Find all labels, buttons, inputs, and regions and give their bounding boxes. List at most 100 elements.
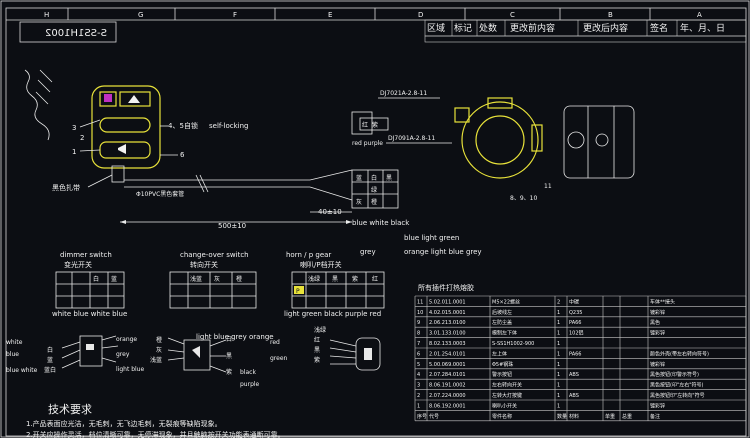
- parts-cell-r3-c0: 8: [417, 331, 420, 337]
- parts-footer-7: 备注: [650, 413, 660, 420]
- wire-mid-cn-1: 灰: [156, 346, 162, 354]
- ruler-label-h: H: [44, 11, 49, 19]
- dimmer-col-blue: 蓝: [111, 275, 117, 283]
- wire-mid2-en-2: black: [240, 369, 256, 376]
- wire-right-cn-1: 红: [314, 336, 320, 344]
- parts-cell-r9-c2: 左转大灯按键: [492, 392, 522, 399]
- conn-colors-3: orange light blue grey: [404, 248, 482, 256]
- tech-title: 技术要求: [48, 403, 92, 416]
- parts-cell-r4-c0: 7: [417, 341, 420, 347]
- parts-footer-2: 零件名称: [492, 413, 512, 420]
- connector-dj1: DJ7021A-2.8-11: [380, 90, 427, 97]
- inner-frame: [5, 7, 747, 437]
- horn-title-en: horn / p gear: [286, 251, 331, 259]
- parts-cell-r10-c1: 8.06.192.0001: [429, 403, 466, 409]
- parts-cell-r2-c4: PA66: [569, 320, 581, 326]
- parts-cell-r3-c2: 模制左下体: [492, 330, 517, 337]
- horn-col-lightgreen: 浅绿: [308, 275, 320, 283]
- parts-cell-r2-c6: 黑色: [650, 319, 660, 326]
- parts-cell-r7-c4: ABS: [569, 372, 579, 378]
- conn-red-purple: red purple: [352, 140, 383, 147]
- dimmer-title-en: dimmer switch: [60, 251, 112, 259]
- wire-left-cn-1: 蓝: [47, 356, 53, 364]
- rev-header-sign: 签名: [650, 22, 668, 34]
- top-ruler: H G F E D C B A: [6, 8, 746, 21]
- wiring-left: 白 蓝 蓝白 white blue blue white orange grey…: [6, 335, 144, 374]
- parts-cell-r9-c6: 黑色按钮印"左转向"符号: [650, 392, 705, 399]
- conn-purple: 紫: [372, 121, 378, 129]
- wire-left-right-en-1: grey: [116, 351, 130, 358]
- changeover-col-lightblue: 浅蓝: [190, 275, 202, 283]
- tech-line1: 1.产品表面应光洁，无毛刺，无飞边毛刺，无裂痕等缺陷现象。: [26, 419, 222, 428]
- conn-red: 红: [362, 121, 368, 129]
- parts-cell-r2-c1: 2.06.213.0100: [429, 320, 466, 326]
- dim-40: 40±10: [318, 208, 342, 216]
- horn-p-gear-table: horn / p gear grey 喇叭/P档开关 浅绿 黑 紫 红 P li…: [284, 248, 385, 318]
- cable-line: [120, 169, 353, 224]
- wire-right-cn-3: 紫: [314, 356, 320, 364]
- changeover-col-grey: 灰: [214, 275, 220, 283]
- part-view-front: [454, 97, 543, 179]
- parts-cell-r7-c2: 警示按钮: [492, 371, 512, 378]
- callout-6: 6: [180, 151, 185, 159]
- rev-header-before: 更改前内容: [510, 22, 555, 34]
- housing-body: [91, 85, 161, 169]
- grey-label: grey: [360, 248, 376, 256]
- changeover-col-orange: 橙: [236, 275, 242, 283]
- parts-cell-r0-c1: 5.02.011.0001: [429, 299, 466, 305]
- horn-footer: light green black purple red: [284, 310, 381, 318]
- horn-col-purple: 紫: [352, 275, 358, 283]
- parts-cell-r1-c4: Q235: [569, 310, 582, 316]
- parts-cell-r7-c1: 2.07.284.0101: [429, 372, 466, 378]
- parts-cell-r4-c3: 1: [557, 341, 560, 347]
- conn-cell-5: 橙: [371, 198, 377, 206]
- tech-requirements: 技术要求 1.产品表面应光洁，无毛刺，无飞边毛刺，无裂痕等缺陷现象。 2.开关应…: [26, 403, 285, 438]
- purple-button: [104, 94, 112, 102]
- parts-cell-r0-c6: 车体**接头: [650, 298, 675, 305]
- parts-cell-r1-c3: 1: [557, 310, 560, 316]
- parts-cell-r10-c3: 1: [557, 403, 560, 409]
- wiring-middle: 橙 灰 浅蓝 白 黑 紫 red green black purple: [150, 335, 288, 388]
- parts-cell-r5-c0: 6: [417, 351, 420, 357]
- callout-4-5: 4、5: [168, 122, 184, 130]
- parts-footer-6: 总重: [622, 413, 632, 420]
- parts-cell-r1-c1: 4.02.015.0001: [429, 310, 466, 316]
- wire-mid-cn-2: 浅蓝: [150, 356, 162, 364]
- wire-mid-cn-0: 橙: [156, 336, 162, 344]
- parts-cell-r0-c3: 2: [557, 299, 560, 305]
- parts-cell-r0-c4: 中碳: [569, 298, 579, 305]
- cable-curve: [24, 69, 50, 141]
- parts-cell-r2-c2: 左防尘盖: [492, 319, 512, 326]
- parts-cell-r1-c2: 后坡线左: [492, 309, 512, 316]
- wire-mid2-en-0: red: [270, 339, 280, 346]
- parts-cell-r6-c0: 5: [417, 362, 420, 368]
- parts-cell-r2-c0: 9: [417, 320, 420, 326]
- callout-11: 11: [544, 183, 552, 190]
- dimmer-col-white: 白: [93, 275, 99, 283]
- ruler-label-g: G: [138, 11, 143, 19]
- conn-cell-1: 白: [371, 174, 377, 182]
- parts-cell-r6-c3: 1: [557, 362, 560, 368]
- parts-cell-r7-c6: 黑色按钮(印警示符号): [650, 371, 699, 378]
- wire-left-cn-0: 白: [47, 346, 53, 354]
- parts-cell-r4-c2: S-SS1H1002-900: [492, 341, 534, 347]
- tech-line2: 2.开关应操作灵活，档位清晰可靠，无停滞现象，并且触脑按开关功能表通断可靠。: [26, 430, 285, 438]
- parts-cell-r6-c6: 镀彩锌: [650, 361, 665, 368]
- p-gear-symbol: P: [296, 288, 300, 295]
- ruler-label-d: D: [418, 11, 423, 19]
- parts-cell-r5-c6: 颜色外壳(带左右转向符号): [650, 350, 709, 357]
- callout-2: 2: [80, 134, 84, 142]
- changeover-title-en: change-over switch: [180, 251, 249, 259]
- parts-cell-r5-c4: PA66: [569, 351, 581, 357]
- black-tie-label: 黑色扎带: [52, 183, 80, 192]
- horn-col-red: 红: [372, 275, 378, 283]
- part-view-side: [563, 105, 635, 179]
- parts-cell-r1-c6: 镀彩锌: [650, 309, 665, 316]
- callout-8-9-10: 8、9、10: [510, 195, 537, 202]
- wire-left-en-0: white: [6, 339, 23, 346]
- parts-cell-r9-c1: 2.07.224.0000: [429, 393, 466, 399]
- horn-title-cn: 喇叭/P档开关: [300, 260, 342, 269]
- wire-left-right-en-2: light blue: [116, 366, 144, 373]
